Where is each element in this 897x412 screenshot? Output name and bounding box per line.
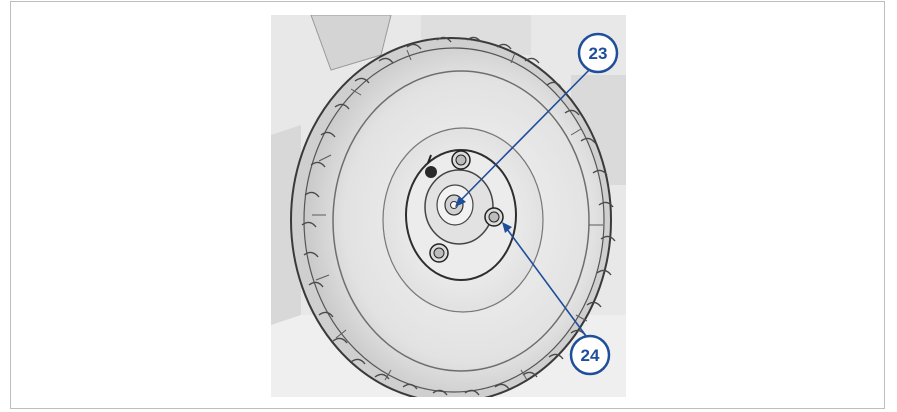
callout-24-label: 24 [581,346,600,365]
hub-cap [425,170,493,244]
wheel-illustration: 23 24 [271,15,626,397]
wheel-drawing: 23 24 [271,15,626,397]
callout-23-label: 23 [589,44,608,63]
